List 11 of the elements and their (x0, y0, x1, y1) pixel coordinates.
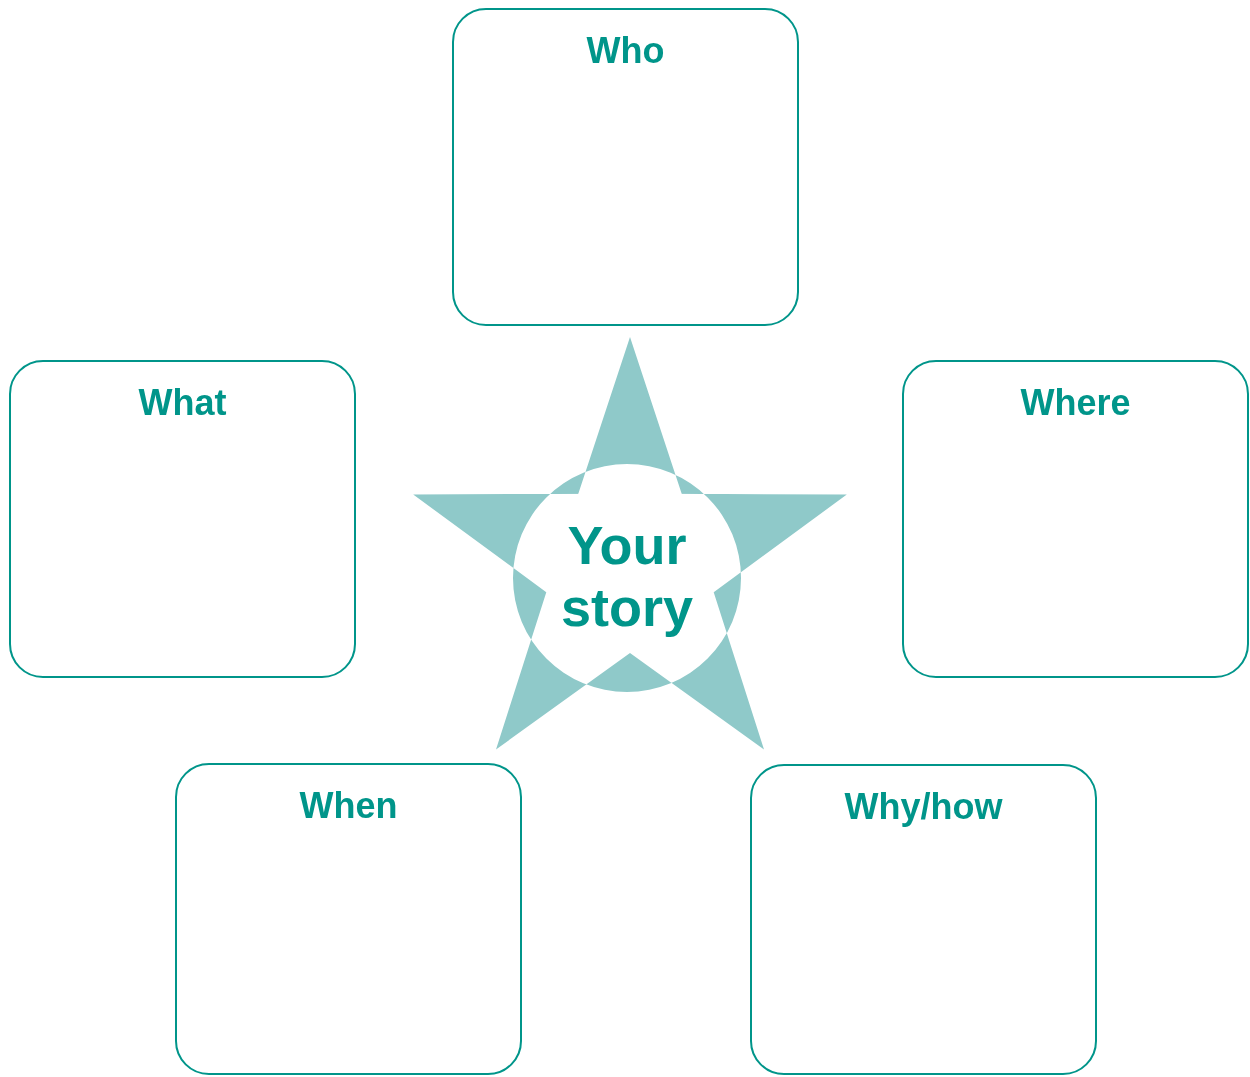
answer-box (452, 8, 799, 326)
answer-box (175, 763, 522, 1075)
answer-box (902, 360, 1249, 678)
box-heading: Who (586, 30, 665, 72)
box-heading: What (138, 382, 227, 424)
box-heading: Where (1020, 382, 1131, 424)
box-heading: When (299, 785, 398, 827)
answer-box (9, 360, 356, 678)
star-label: Your story (559, 514, 694, 639)
box-heading: Why/how (844, 786, 1003, 828)
answer-box (750, 764, 1097, 1075)
